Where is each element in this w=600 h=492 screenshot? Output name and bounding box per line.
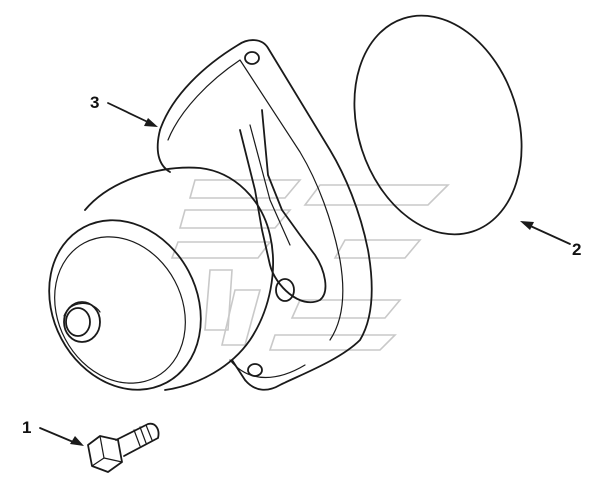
pump-housing-flange	[156, 39, 373, 391]
arrowhead-icon	[70, 436, 84, 446]
callout-2: 2	[520, 221, 581, 259]
callout-label-1: 1	[22, 418, 31, 437]
bolt	[87, 422, 160, 473]
arrowhead-icon	[520, 221, 534, 230]
callout-3: 3	[90, 93, 158, 127]
callout-label-2: 2	[572, 240, 581, 259]
pump-pulley-drum	[48, 166, 274, 391]
callout-1: 1	[22, 418, 84, 446]
gasket	[353, 14, 523, 236]
arrowhead-icon	[144, 118, 158, 127]
callout-label-3: 3	[90, 93, 99, 112]
watermark-logo	[170, 179, 450, 351]
